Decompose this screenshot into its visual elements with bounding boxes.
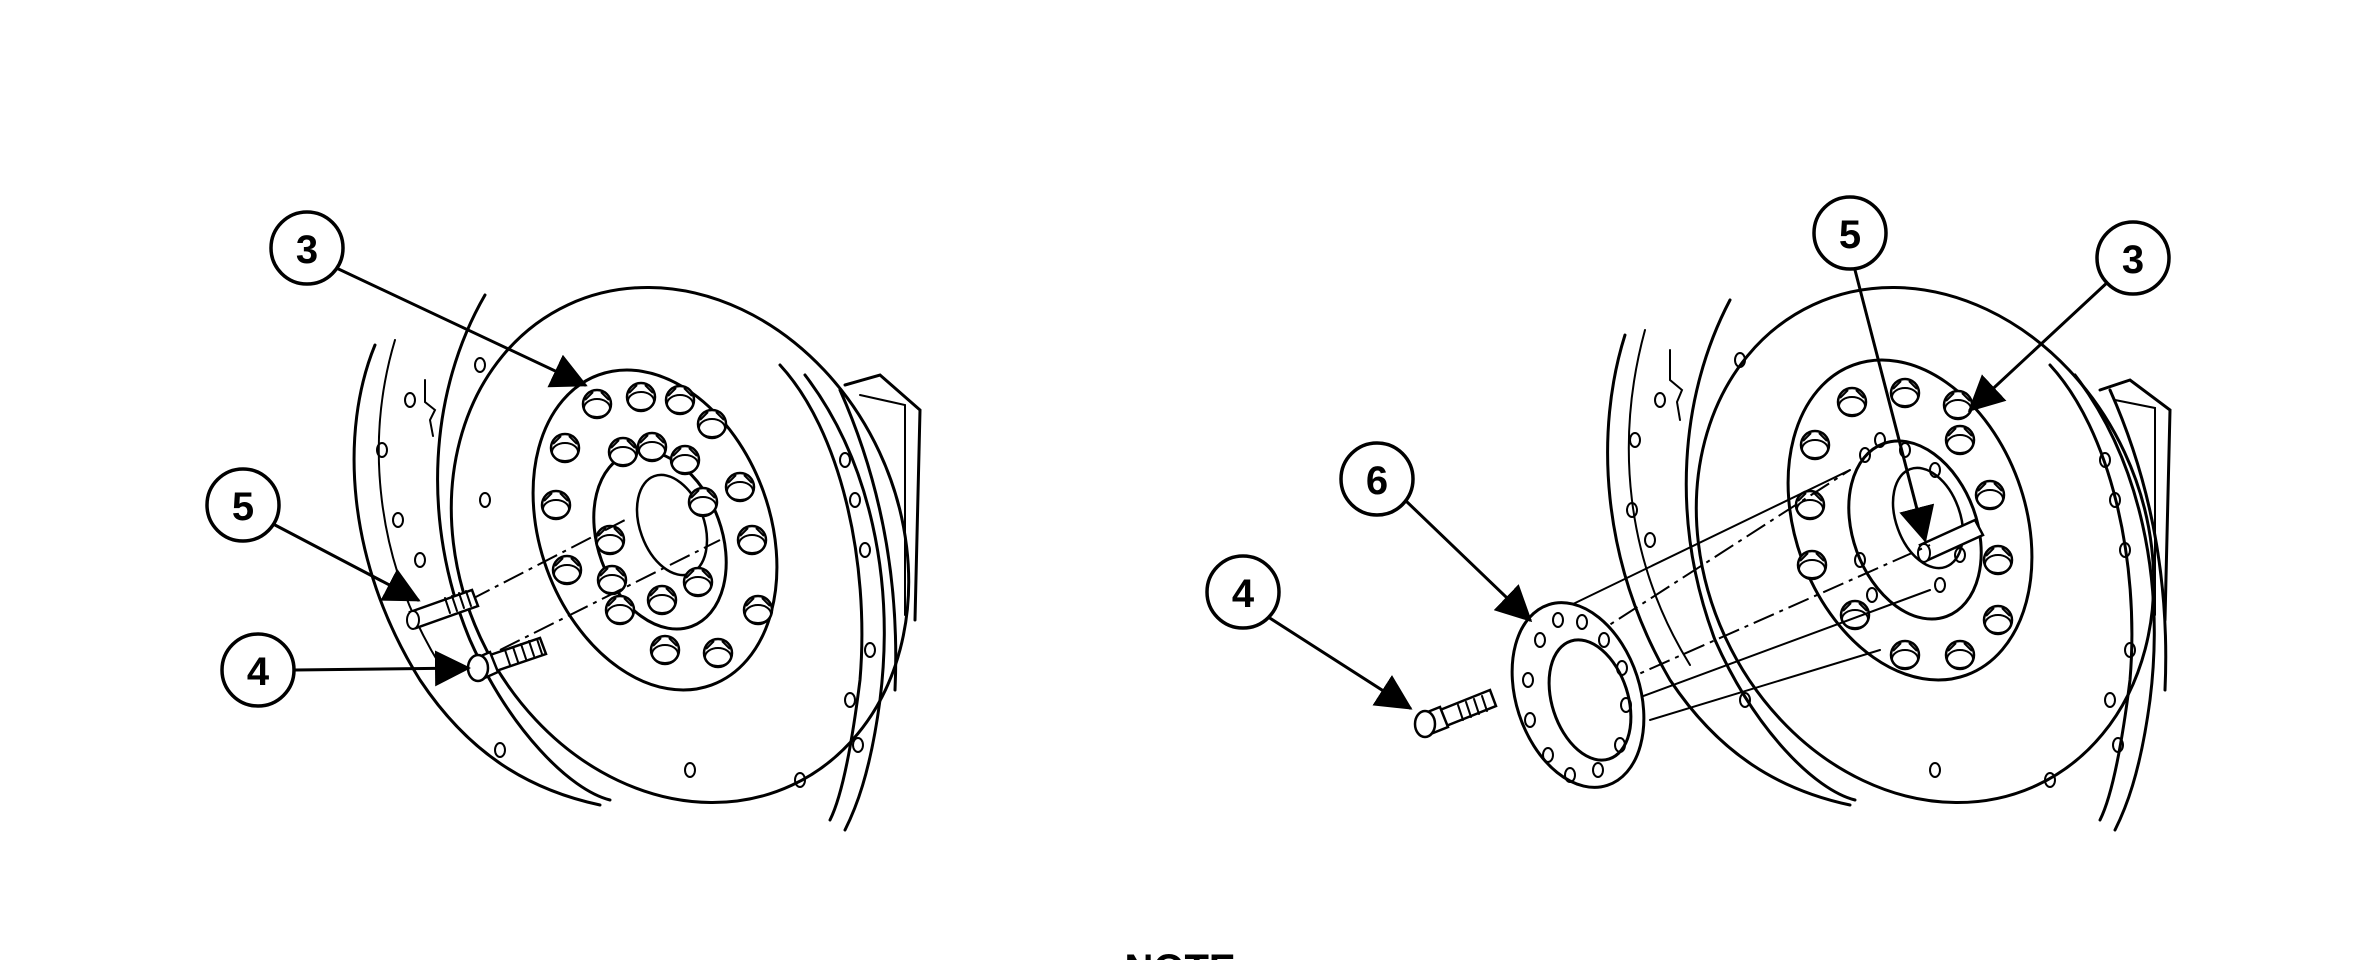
right-part-4-bolt <box>1413 688 1498 739</box>
left-callout-4-circle <box>220 632 296 708</box>
left-view: 3 5 4 <box>205 210 922 832</box>
left-callout-4-group: 4 <box>220 632 471 708</box>
right-callout-5-group: 5 <box>1812 195 1935 543</box>
right-view: 5 3 6 4 <box>1205 195 2172 832</box>
left-callout-5-label: 5 <box>232 485 254 529</box>
right-callout-6-label: 6 <box>1366 459 1388 503</box>
left-callout-3-group: 3 <box>269 210 588 388</box>
right-part-6-spacer <box>1510 601 1646 789</box>
right-callout-3-group: 3 <box>1967 220 2171 413</box>
right-callout-5-label: 5 <box>1839 213 1861 257</box>
right-callout-4-label: 4 <box>1232 572 1255 616</box>
right-flywheel-disc <box>1694 285 2156 805</box>
left-callout-5-circle <box>205 467 281 543</box>
left-flywheel-disc <box>449 285 911 805</box>
right-callout-3-circle <box>2095 220 2171 296</box>
left-callout-3-label: 3 <box>296 228 318 272</box>
right-callout-4-circle <box>1205 554 1281 630</box>
note-heading: NOTE <box>1124 947 1235 960</box>
right-callout-6-group: 6 <box>1339 441 1533 623</box>
left-callout-4-label: 4 <box>247 650 270 694</box>
left-callout-5-group: 5 <box>205 467 421 602</box>
right-flexplate <box>1786 358 2034 682</box>
left-callout-3-circle <box>269 210 345 286</box>
left-part-4-bolt <box>466 636 548 683</box>
right-callout-3-label: 3 <box>2122 238 2144 282</box>
right-flywheel-housing <box>1606 298 2172 832</box>
right-callout-4-group: 4 <box>1205 554 1413 710</box>
right-callout-6-circle <box>1339 441 1415 517</box>
right-callout-5-circle <box>1812 195 1888 271</box>
left-part-5-guide-stud <box>406 588 480 630</box>
left-flexplate <box>531 368 779 692</box>
